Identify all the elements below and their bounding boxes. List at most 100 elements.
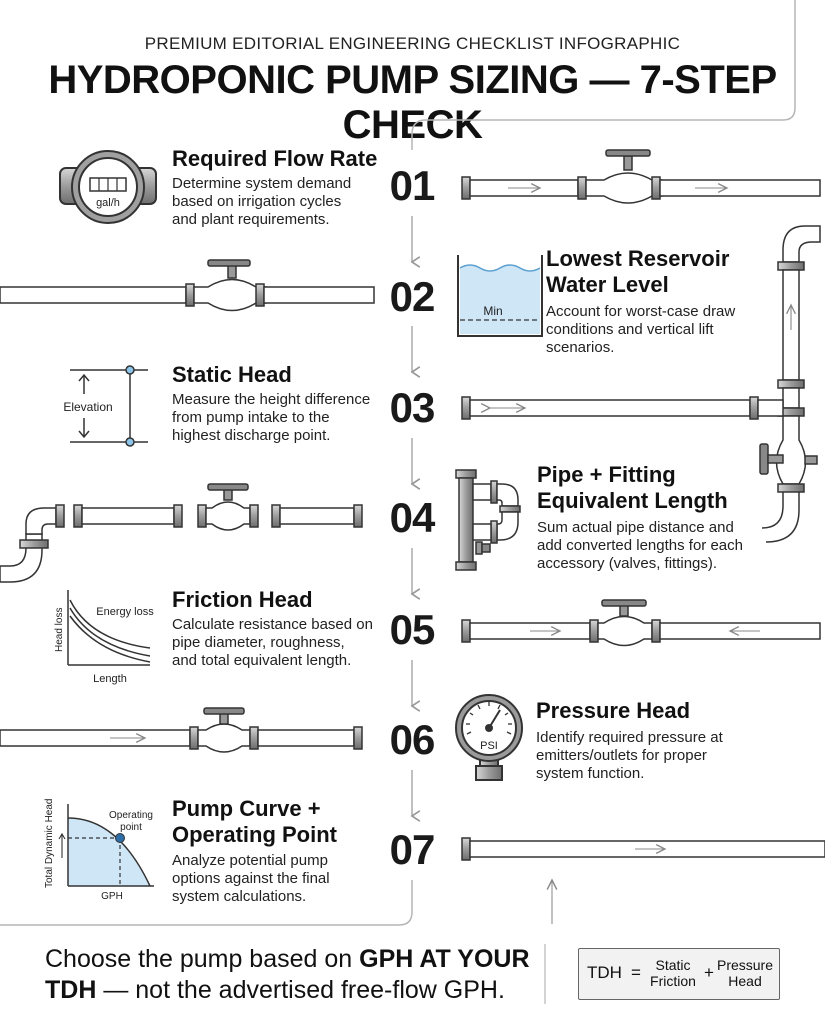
friction-chart-icon — [67, 590, 151, 666]
pressure-gauge-icon — [455, 694, 523, 781]
desc-line: highest discharge point. — [172, 427, 331, 444]
step-title: Static Head — [172, 362, 292, 387]
step-title: Lowest Reservoir Water Level — [546, 246, 796, 298]
pipe-row-06 — [0, 707, 363, 753]
reservoir-min-label: Min — [483, 304, 502, 318]
desc-line: and total equivalent length. — [172, 652, 352, 669]
step-number: 06 — [389, 716, 436, 763]
step-description: Calculate resistance based on pipe diame… — [172, 616, 387, 670]
step-title: Pipe + Fitting Equivalent Length — [537, 462, 797, 514]
formula-lhs: TDH — [587, 963, 622, 982]
pump-curve-point-label: Operating — [109, 810, 153, 821]
pipe-row-02 — [0, 259, 375, 312]
desc-line: add converted lengths for each — [537, 537, 743, 554]
elevation-label: Elevation — [63, 400, 112, 414]
title-line: Pipe + Fitting — [537, 462, 676, 487]
step-number: 01 — [389, 162, 436, 209]
formula-term-static-friction: Static Friction — [641, 957, 705, 989]
tdh-formula-box: TDH = Static Friction + Pressure Head — [578, 948, 780, 1000]
pump-curve-ylabel: Total Dynamic Head — [44, 799, 55, 888]
friction-ylabel: Head loss — [54, 608, 65, 652]
pump-curve-xlabel: GPH — [101, 891, 123, 902]
desc-line: Measure the height difference — [172, 391, 371, 408]
step-number: 03 — [389, 384, 436, 431]
step-title: Required Flow Rate — [172, 146, 378, 171]
friction-xlabel: Length — [93, 673, 127, 685]
desc-line: pipe diameter, roughness, — [172, 634, 345, 651]
desc-line: Calculate resistance based on — [172, 616, 373, 633]
step-title: Pump Curve + Operating Point — [172, 796, 387, 848]
step-title: Friction Head — [172, 587, 313, 612]
flow-meter-icon — [59, 150, 157, 224]
desc-line: from pump intake to the — [172, 409, 330, 426]
title-line: Lowest Reservoir — [546, 246, 730, 271]
takeaway-emphasis: TDH — [45, 976, 97, 1004]
step-title: Pressure Head — [536, 698, 691, 723]
pipe-row-01 — [461, 149, 821, 204]
step-02-text: Lowest Reservoir Water Level Account for… — [546, 246, 796, 357]
takeaway-text: — not the advertised free-flow GPH. — [96, 976, 505, 1004]
pipe-row-03 — [461, 396, 784, 420]
takeaway-text: Choose the pump based on — [45, 945, 360, 973]
step-description: Analyze potential pump options against t… — [172, 852, 387, 906]
reservoir-icon — [457, 255, 543, 337]
step-01-text: Required Flow Rate Determine system dema… — [172, 146, 387, 229]
step-description: Determine system demand based on irrigat… — [172, 175, 387, 229]
page-subtitle: PREMIUM EDITORIAL ENGINEERING CHECKLIST … — [144, 34, 681, 53]
step-07-text: Pump Curve + Operating Point Analyze pot… — [172, 796, 387, 906]
step-description: Identify required pressure at emitters/o… — [536, 729, 786, 783]
title-line: Equivalent Length — [537, 488, 728, 513]
elevation-icon — [70, 365, 148, 447]
vertical-pipe-right — [759, 225, 821, 543]
formula-term-line: Head — [728, 973, 762, 989]
footer-takeaway: Choose the pump based on GPH AT YOUR TDH… — [45, 944, 535, 1006]
formula-term-line: Friction — [650, 973, 696, 989]
desc-line: Sum actual pipe distance and — [537, 519, 734, 536]
desc-line: system calculations. — [172, 888, 307, 905]
desc-line: Determine system demand — [172, 175, 352, 192]
page-title: HYDROPONIC PUMP SIZING — 7-STEP CHECK — [48, 58, 777, 147]
desc-line: accessory (valves, fittings). — [537, 555, 718, 572]
desc-line: based on irrigation cycles — [172, 193, 342, 210]
takeaway-line-1: Choose the pump based on GPH AT YOUR — [45, 944, 535, 975]
pipe-fitting-icon — [455, 469, 521, 571]
step-number: 05 — [389, 606, 436, 653]
frame-guide-line — [411, 0, 796, 150]
desc-line: Account for worst-case draw — [546, 303, 736, 320]
desc-line: options against the final — [172, 870, 330, 887]
desc-line: system function. — [536, 765, 645, 782]
desc-line: and plant requirements. — [172, 211, 330, 228]
desc-line: conditions and vertical lift — [546, 321, 714, 338]
frame-guide-line — [0, 880, 413, 926]
desc-line: scenarios. — [546, 339, 615, 356]
step-04-text: Pipe + Fitting Equivalent Length Sum act… — [537, 462, 797, 573]
step-number: 02 — [389, 273, 436, 320]
step-05-text: Friction Head Calculate resistance based… — [172, 587, 387, 670]
takeaway-line-2: TDH — not the advertised free-flow GPH. — [45, 975, 535, 1006]
title-line: Water Level — [546, 272, 669, 297]
gauge-psi-label: PSI — [480, 740, 498, 752]
step-number: 07 — [389, 826, 436, 873]
formula-plus: + — [704, 963, 714, 982]
formula-term-pressure-head: Pressure Head — [713, 957, 777, 989]
title-line: Operating Point — [172, 822, 337, 847]
formula-term-line: Pressure — [716, 957, 774, 973]
desc-line: emitters/outlets for proper — [536, 747, 707, 764]
pipe-row-04 — [0, 483, 363, 583]
step-description: Sum actual pipe distance and add convert… — [537, 519, 797, 573]
takeaway-emphasis: GPH AT YOUR — [359, 945, 530, 973]
formula-equals: = — [631, 963, 641, 982]
pump-curve-icon — [58, 804, 154, 887]
formula-term-line: Static — [655, 957, 691, 973]
step-number: 04 — [389, 494, 436, 541]
pump-curve-point-label: point — [120, 822, 142, 833]
flow-meter-label: gal/h — [96, 197, 120, 209]
step-description: Account for worst-case draw conditions a… — [546, 303, 796, 357]
step-03-text: Static Head Measure the height differenc… — [172, 362, 387, 445]
desc-line: Identify required pressure at — [536, 729, 723, 746]
title-line: Pump Curve + — [172, 796, 321, 821]
step-06-text: Pressure Head Identify required pressure… — [536, 698, 786, 783]
friction-curve-label: Energy loss — [96, 606, 154, 618]
desc-line: Analyze potential pump — [172, 852, 328, 869]
